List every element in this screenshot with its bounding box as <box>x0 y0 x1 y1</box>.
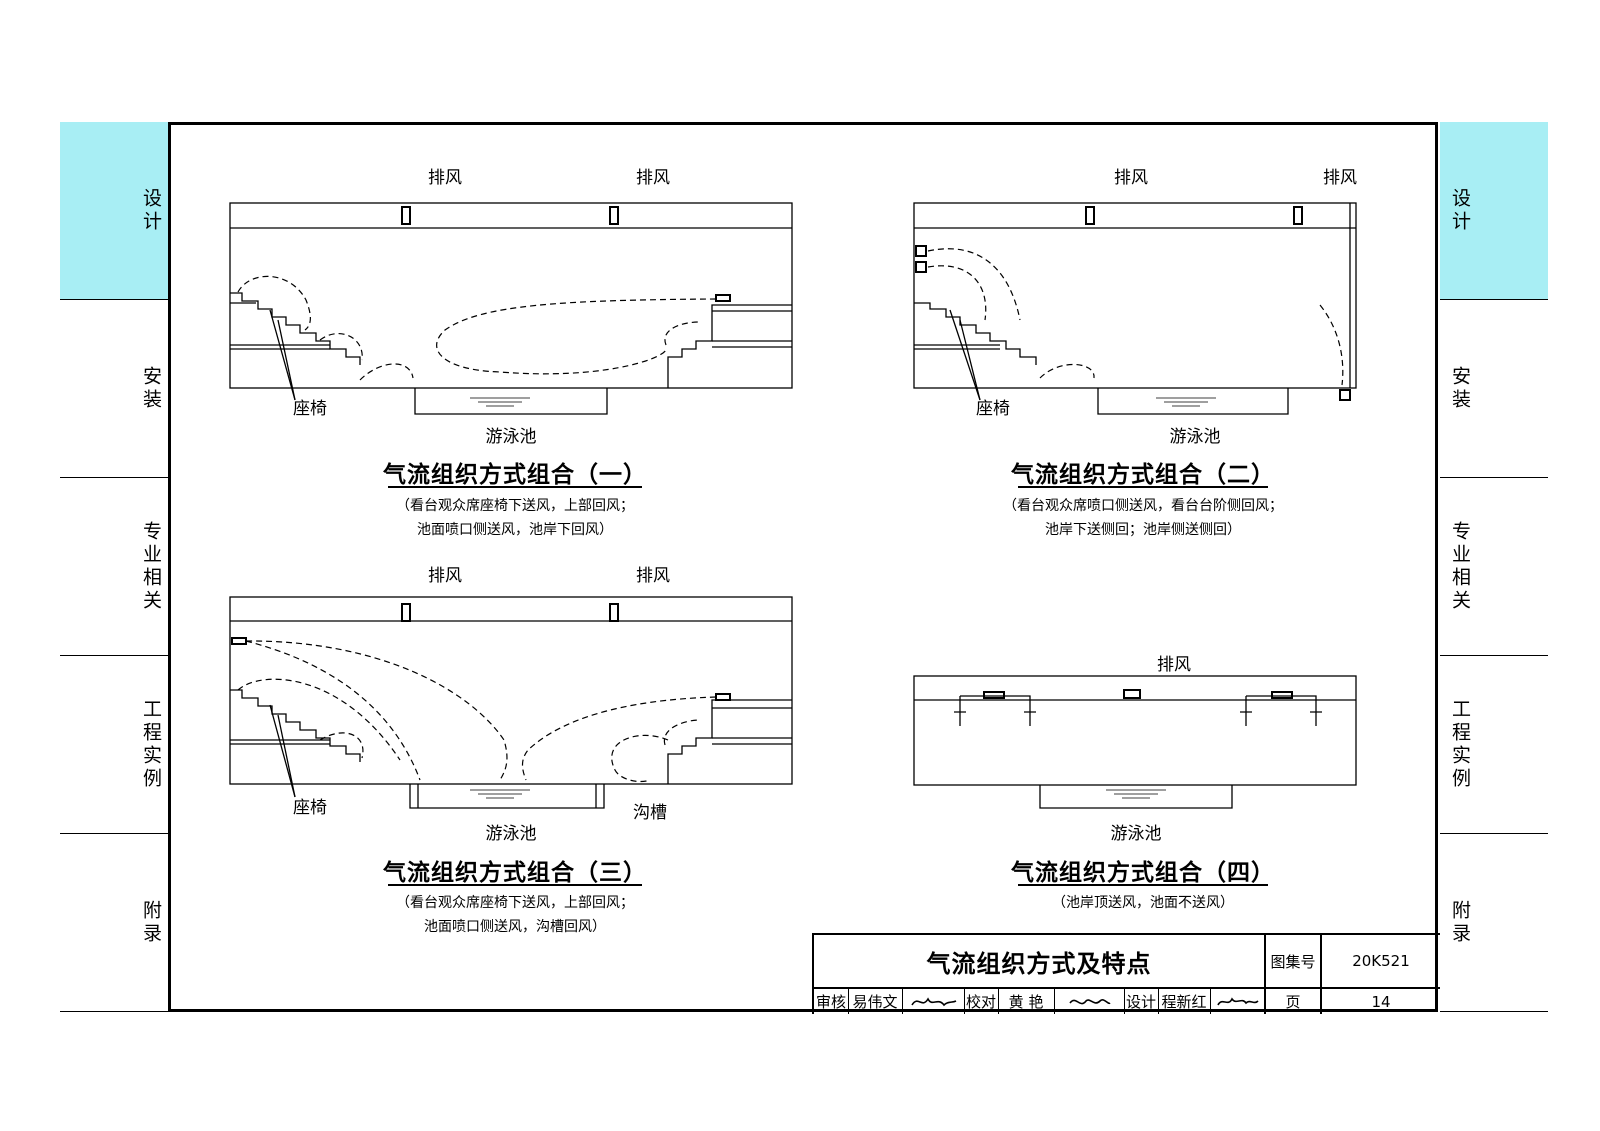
exhaust-vent-icon <box>1293 206 1303 225</box>
exhaust-vent-icon <box>401 206 411 225</box>
d3-pool-label: 游泳池 <box>485 824 537 844</box>
exhaust-vent-icon <box>609 603 619 622</box>
sidebar-tab-appendix[interactable]: 附录 <box>60 834 168 1012</box>
diagram-1-airflow <box>237 275 717 381</box>
supply-diffuser-icon <box>983 691 1005 699</box>
sidebar-tab-install[interactable]: 安装 <box>60 300 168 478</box>
d3-exhaust-label-right: 排风 <box>636 566 670 586</box>
reviewer-signature <box>902 989 964 1014</box>
d2-note-line1: （看台观众席喷口侧送风，看台台阶侧回风； <box>1003 498 1283 514</box>
diagram-2-section <box>913 202 1357 415</box>
d1-exhaust-label-right: 排风 <box>636 168 670 188</box>
drawing-frame <box>168 122 1438 1012</box>
left-sidebar: 设计 安装 专业相关 工程实例 附录 <box>60 122 168 1012</box>
d1-seat-label: 座椅 <box>293 399 327 419</box>
exhaust-vent-icon <box>1085 206 1095 225</box>
d2-seat-label: 座椅 <box>976 399 1010 419</box>
designer-signature <box>1210 989 1264 1014</box>
sidebar-tab-related[interactable]: 专业相关 <box>1440 478 1548 656</box>
atlas-label: 图集号 <box>1270 952 1316 971</box>
check-label: 校对 <box>965 993 996 1011</box>
d1-exhaust-label-left: 排风 <box>428 168 462 188</box>
d3-caption: 气流组织方式组合（三） <box>383 860 647 886</box>
diagram-1-section <box>229 202 793 415</box>
atlas-number: 20K521 <box>1352 952 1410 970</box>
d2-pool-label: 游泳池 <box>1169 427 1221 447</box>
d1-caption: 气流组织方式组合（一） <box>383 462 647 488</box>
exhaust-vent-icon <box>1123 689 1141 699</box>
d3-seat-label: 座椅 <box>293 798 327 818</box>
checker-name: 黄 艳 <box>1008 993 1044 1011</box>
d1-pool-label: 游泳池 <box>485 427 537 447</box>
d4-caption: 气流组织方式组合（四） <box>1011 860 1275 886</box>
sidebar-tab-design[interactable]: 设计 <box>1440 122 1548 300</box>
d2-caption: 气流组织方式组合（二） <box>1011 462 1275 488</box>
designer-name: 程新红 <box>1161 993 1207 1011</box>
title-block: 气流组织方式及特点 图集号 20K521 审核 易伟文 校对 黄 艳 设计 程新… <box>812 933 1440 1014</box>
exhaust-vent-icon <box>609 206 619 225</box>
sidebar-tab-install[interactable]: 安装 <box>1440 300 1548 478</box>
page-label: 页 <box>1285 993 1301 1011</box>
exhaust-vent-icon <box>401 603 411 622</box>
d2-exhaust-label-right: 排风 <box>1323 168 1357 188</box>
d2-note-line2: 池岸下送侧回；池岸侧送侧回） <box>1045 522 1241 538</box>
sidebar-tab-appendix[interactable]: 附录 <box>1440 834 1548 1012</box>
d4-note-line1: （池岸顶送风，池面不送风） <box>1052 895 1234 911</box>
sidebar-tab-related[interactable]: 专业相关 <box>60 478 168 656</box>
d2-exhaust-label-left: 排风 <box>1114 168 1148 188</box>
d3-trench-label: 沟槽 <box>633 803 667 823</box>
page-number: 14 <box>1371 992 1391 1011</box>
supply-diffuser-icon <box>1271 691 1293 699</box>
right-sidebar: 设计 安装 专业相关 工程实例 附录 <box>1440 122 1548 1012</box>
sidebar-tab-examples[interactable]: 工程实例 <box>60 656 168 834</box>
diagram-3-airflow <box>237 640 717 783</box>
reviewer-name: 易伟文 <box>852 993 898 1011</box>
d1-note-line1: （看台观众席座椅下送风，上部回风； <box>396 498 634 514</box>
drawing-title: 气流组织方式及特点 <box>926 949 1152 978</box>
checker-signature <box>1054 989 1124 1014</box>
diagram-3-section <box>229 596 793 809</box>
sidebar-tab-examples[interactable]: 工程实例 <box>1440 656 1548 834</box>
diagram-4-section <box>913 675 1357 809</box>
d4-exhaust-label: 排风 <box>1157 655 1191 675</box>
review-label: 审核 <box>815 993 846 1011</box>
diagram-2-airflow <box>927 248 1344 386</box>
design-label: 设计 <box>1125 993 1156 1011</box>
sidebar-tab-design[interactable]: 设计 <box>60 122 168 300</box>
d3-note-line1: （看台观众席座椅下送风，上部回风； <box>396 895 634 911</box>
d3-note-line2: 池面喷口侧送风，沟槽回风） <box>424 919 606 935</box>
d1-note-line2: 池面喷口侧送风，池岸下回风） <box>417 522 613 538</box>
d4-pool-label: 游泳池 <box>1110 824 1162 844</box>
d3-exhaust-label-left: 排风 <box>428 566 462 586</box>
